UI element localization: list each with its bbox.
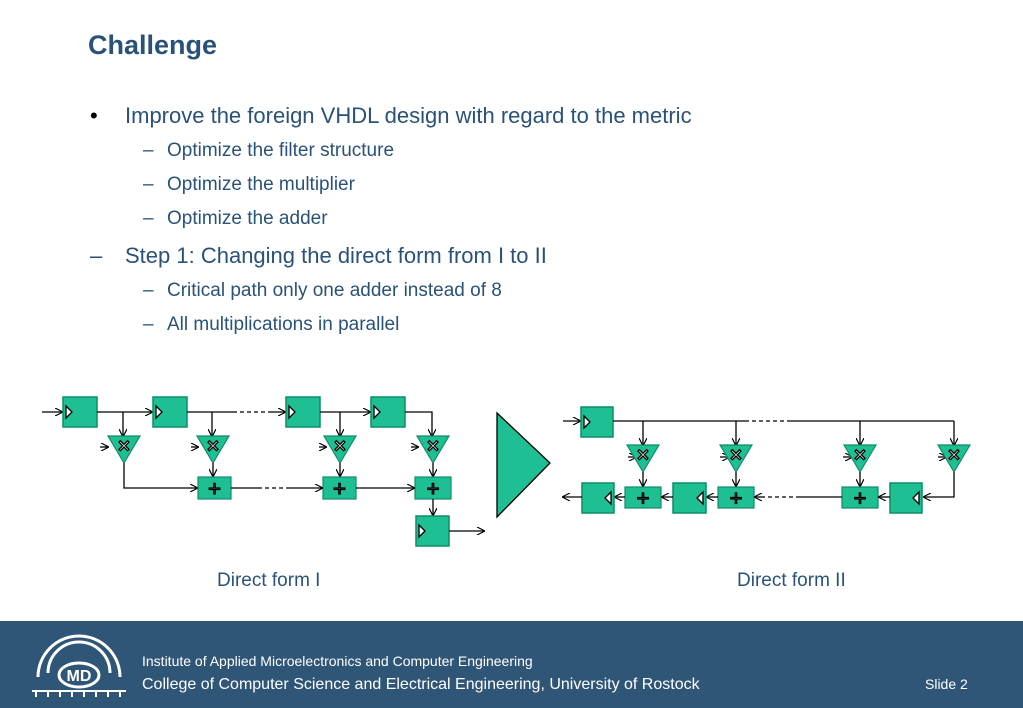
multiply-symbol: × — [853, 445, 867, 465]
sub-bullet-marker: – — [143, 280, 154, 301]
signal-wire — [924, 472, 955, 497]
add-symbol: + — [207, 479, 221, 499]
multiplier-block — [936, 444, 972, 474]
sub-bullet-1: Optimize the filter structure — [167, 140, 395, 161]
add-symbol: + — [332, 479, 346, 499]
delay-block — [62, 396, 98, 428]
multiply-symbol: × — [729, 445, 743, 465]
multiplier-block — [842, 444, 878, 474]
multiply-symbol: × — [206, 436, 220, 456]
multiplier-block — [718, 444, 754, 474]
footer-college: College of Computer Science and Electric… — [142, 676, 700, 693]
footer-bar: MD Institute of Applied Microelectronics… — [0, 621, 1023, 708]
slide-title: Challenge — [88, 30, 218, 60]
footer-institute: Institute of Applied Microelectronics an… — [142, 653, 533, 669]
sub-bullet-marker: – — [143, 174, 154, 195]
multiplier-block — [625, 444, 661, 474]
delay-marker — [583, 414, 591, 430]
add-symbol: + — [636, 489, 650, 509]
sub-bullet-4: Critical path only one adder instead of … — [167, 280, 502, 301]
bullet-marker: – — [90, 243, 103, 268]
add-symbol: + — [853, 489, 867, 509]
signal-wire — [123, 463, 197, 488]
delay-marker — [696, 490, 704, 506]
sub-bullet-2: Optimize the multiplier — [167, 174, 355, 195]
caption-direct-form-1: Direct form I — [217, 570, 321, 591]
sub-bullet-marker: – — [143, 140, 154, 161]
transition-arrow — [496, 411, 551, 519]
multiplier-block — [106, 435, 142, 465]
sub-bullet-marker: – — [143, 208, 154, 229]
bullet-2: Step 1: Changing the direct form from I … — [125, 243, 547, 268]
delay-marker — [288, 404, 296, 420]
multiply-symbol: × — [117, 436, 131, 456]
multiplier-block — [322, 435, 358, 465]
sub-bullet-marker: – — [143, 314, 154, 335]
delay-marker — [604, 490, 612, 506]
delay-marker — [373, 404, 381, 420]
slide-number: Slide 2 — [925, 676, 968, 692]
bullet-1: Improve the foreign VHDL design with reg… — [125, 103, 692, 128]
multiply-symbol: × — [426, 436, 440, 456]
delay-marker — [418, 523, 426, 539]
delay-marker — [65, 404, 73, 420]
add-symbol: + — [729, 489, 743, 509]
sub-bullet-3: Optimize the adder — [167, 208, 328, 229]
delay-marker — [912, 490, 920, 506]
multiply-symbol: × — [333, 436, 347, 456]
multiplier-block — [415, 435, 451, 465]
md-logo: MD — [32, 634, 126, 697]
add-symbol: + — [426, 479, 440, 499]
signal-wire — [405, 411, 432, 436]
logo-text: MD — [67, 668, 92, 685]
delay-marker — [155, 404, 163, 420]
bullet-marker: • — [90, 103, 98, 128]
multiplier-block — [195, 435, 231, 465]
multiply-symbol: × — [947, 445, 961, 465]
caption-direct-form-2: Direct form II — [737, 570, 846, 591]
multiply-symbol: × — [636, 445, 650, 465]
filter-diagrams: × × × × + + + × × × × + + + — [42, 396, 972, 547]
sub-bullet-5: All multiplications in parallel — [167, 314, 400, 335]
